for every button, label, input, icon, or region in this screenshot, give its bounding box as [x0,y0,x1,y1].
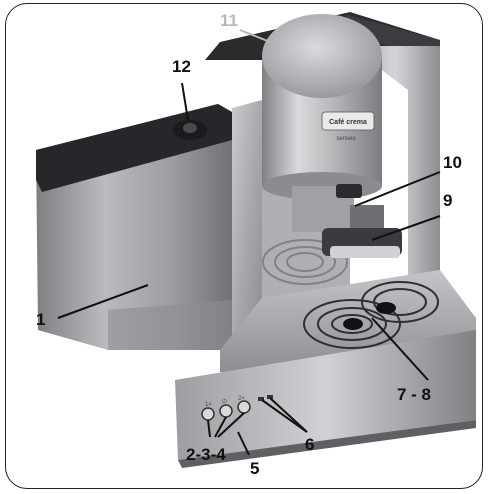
leader-78 [371,317,429,381]
cup-position-1 [343,318,363,330]
panel-mark-2: ⏻ [222,398,227,405]
brand-badge [321,111,375,131]
rounded-frame [5,3,483,489]
button-one-cup[interactable] [201,407,215,421]
leader-12 [181,82,189,121]
callout-10: 10 [443,153,462,172]
callout-2-3-4: 2-3-4 [186,445,226,464]
water-tank [36,104,232,350]
leader-5 [237,431,250,456]
drip-tray [175,270,476,468]
leader-4 [217,412,245,438]
spout-outlet [336,184,362,198]
leader-lines [57,29,441,456]
leader-11 [239,29,281,47]
tray-spirals [303,281,439,349]
cylinder-lid [262,14,382,98]
panel-mark-3: 2× [238,396,245,402]
leader-10 [354,171,441,207]
brand-sub-text: senseo [336,136,356,142]
button-power[interactable] [219,404,233,418]
leader-2 [207,419,211,438]
cup-position-2 [376,302,396,314]
brand-badge-text: Café crema [329,119,367,126]
indicator-light-1 [258,397,264,401]
callout-5: 5 [250,459,259,478]
callout-9: 9 [443,191,452,210]
callout-labels: 1 5 6 7 - 8 9 10 11 12 2-3-4 [36,11,462,478]
leader-1 [57,284,149,319]
button-two-cups[interactable] [237,400,251,414]
leader-3 [214,416,227,438]
callout-6: 6 [305,435,314,454]
callout-12: 12 [172,57,191,76]
leader-6a [261,399,308,433]
control-panel: 1× ⏻ 2× [201,395,273,421]
callout-11: 11 [220,11,238,30]
brew-cylinder: Café crema senseo [262,14,402,258]
leader-9 [371,215,441,241]
panel-mark-1: 1× [205,402,212,408]
callout-1: 1 [36,310,45,329]
leader-6b [269,397,308,433]
callout-7-8: 7 - 8 [397,385,431,404]
body-reflection [262,239,348,285]
indicator-light-2 [267,395,273,399]
